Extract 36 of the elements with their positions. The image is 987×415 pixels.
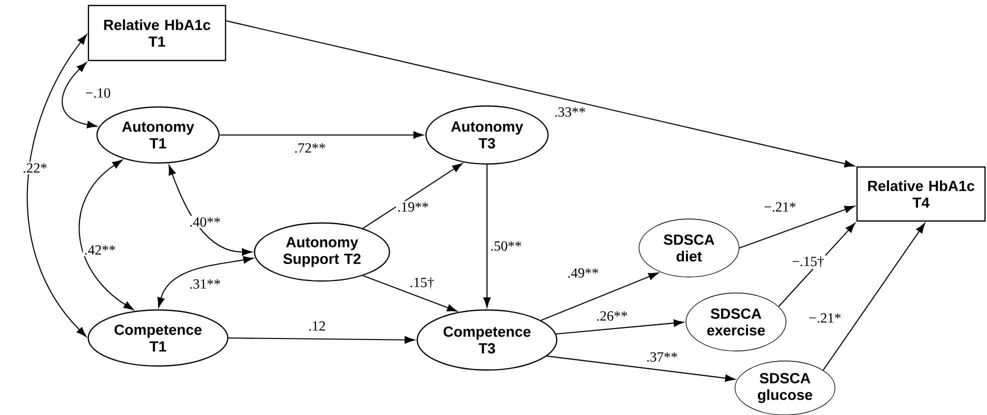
edge-label: .50** <box>488 240 524 252</box>
arrow <box>556 319 684 334</box>
arrow <box>228 336 415 344</box>
arrow <box>540 272 659 321</box>
edge-label: .49** <box>566 266 600 280</box>
arrow <box>739 206 855 248</box>
edge-label: −.15† <box>790 255 826 270</box>
arrow <box>546 356 736 382</box>
edge-label: −.21* <box>807 312 843 324</box>
edge-label: .15† <box>408 276 436 290</box>
edge-label: .19** <box>396 200 430 214</box>
edge-label: .37** <box>644 350 680 364</box>
arrow <box>822 223 926 370</box>
arrow <box>362 163 462 229</box>
edge-label: .31** <box>188 278 222 290</box>
box: Relative HbA1c T4 <box>856 166 986 222</box>
edge-label: .12 <box>306 320 328 332</box>
edge-label: .26** <box>594 310 630 322</box>
arrow <box>778 222 856 307</box>
arrow <box>220 131 424 139</box>
arrow <box>168 164 252 256</box>
edge-label: .72** <box>292 142 328 154</box>
edge-label: .33** <box>552 106 588 118</box>
edge-label: .40** <box>188 216 222 228</box>
edge-label: .42** <box>82 244 118 256</box>
edge-label: .22* <box>21 162 49 174</box>
arrow <box>78 160 134 310</box>
arrow <box>157 256 254 308</box>
arrow <box>483 164 491 308</box>
arrow <box>226 20 855 168</box>
arrow <box>27 34 87 337</box>
edge-label: −.10 <box>84 86 112 100</box>
box: Relative HbA1c T1 <box>88 4 226 62</box>
arrow <box>62 62 98 128</box>
arrow <box>362 275 458 312</box>
edge-label: −.21* <box>762 200 798 214</box>
